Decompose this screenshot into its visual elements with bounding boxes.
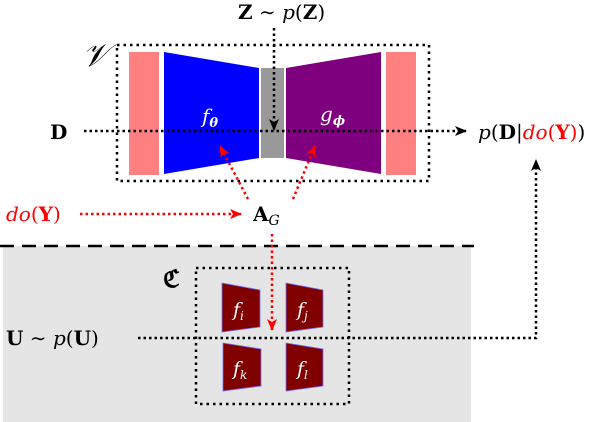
arg: U [74, 326, 91, 350]
causal-box [194, 266, 351, 406]
mechanism-label-l: fl [295, 358, 308, 382]
f: f [295, 299, 307, 321]
output-label: p(D|do(Y)) [478, 120, 585, 145]
mechanism-block-j [285, 282, 324, 333]
causal-region [3, 246, 471, 422]
mechanism-block-i [221, 282, 261, 333]
mechanism-block-k [222, 342, 262, 392]
sim: ∼ [23, 326, 52, 350]
f: f [231, 299, 243, 321]
U: U [6, 326, 23, 350]
p: p [478, 120, 491, 144]
sub: θ [209, 116, 218, 131]
exogenous-label: U ∼ p(U) [6, 326, 99, 350]
sub: i [240, 309, 244, 323]
sub: G [269, 213, 280, 229]
mechanism-block-l [285, 342, 324, 392]
paren: ) [53, 202, 61, 226]
sub: l [304, 368, 308, 382]
do: do [523, 120, 548, 144]
paren: ) [577, 120, 585, 144]
mechanism-label-j: fj [295, 299, 308, 323]
intervention-label: do(Y) [6, 202, 61, 226]
encoder-block [164, 52, 259, 174]
decoder-label: gϕ [320, 102, 345, 129]
bar: | [516, 120, 523, 145]
latent-block [261, 68, 284, 158]
f: f [295, 358, 307, 380]
decoder-block [286, 52, 381, 174]
latent-prior-label: Z ∼ p(Z) [238, 0, 325, 24]
input-layer-block [129, 52, 159, 175]
arg: Z [303, 0, 318, 24]
causal-set-label: ℭ [163, 264, 180, 293]
paren: ( [295, 0, 303, 24]
do: do [6, 202, 31, 226]
sim: ∼ [253, 0, 282, 24]
data-input-label: D [50, 120, 67, 144]
paren: ) [91, 326, 99, 350]
paren: ( [66, 326, 74, 350]
output-layer-block [386, 52, 416, 175]
paren: ( [491, 120, 499, 144]
g: g [320, 102, 333, 126]
sub: k [240, 368, 247, 382]
f: f [231, 358, 243, 380]
D: D [499, 120, 516, 144]
paren: ( [31, 202, 39, 226]
Y: Y [554, 120, 570, 144]
Y: Y [38, 202, 54, 226]
adjacency-label: AG [252, 202, 280, 229]
mechanism-label-k: fk [231, 358, 247, 382]
paren: ) [317, 0, 325, 24]
adjacency-to-encoder-arrow [218, 145, 250, 200]
paren: ) [570, 120, 578, 144]
sub: ϕ [333, 114, 345, 129]
adjacency-to-decoder-arrow [291, 145, 317, 200]
latent-var: Z [238, 0, 253, 24]
exogenous-flow-arrow [138, 159, 541, 340]
p: p [53, 326, 66, 350]
mechanism-label-i: fi [231, 299, 244, 323]
vae-set-label: 𝒱 [82, 36, 119, 74]
A: A [252, 202, 269, 226]
p: p [282, 0, 295, 24]
paren: ( [548, 120, 556, 144]
sub: j [301, 309, 308, 323]
